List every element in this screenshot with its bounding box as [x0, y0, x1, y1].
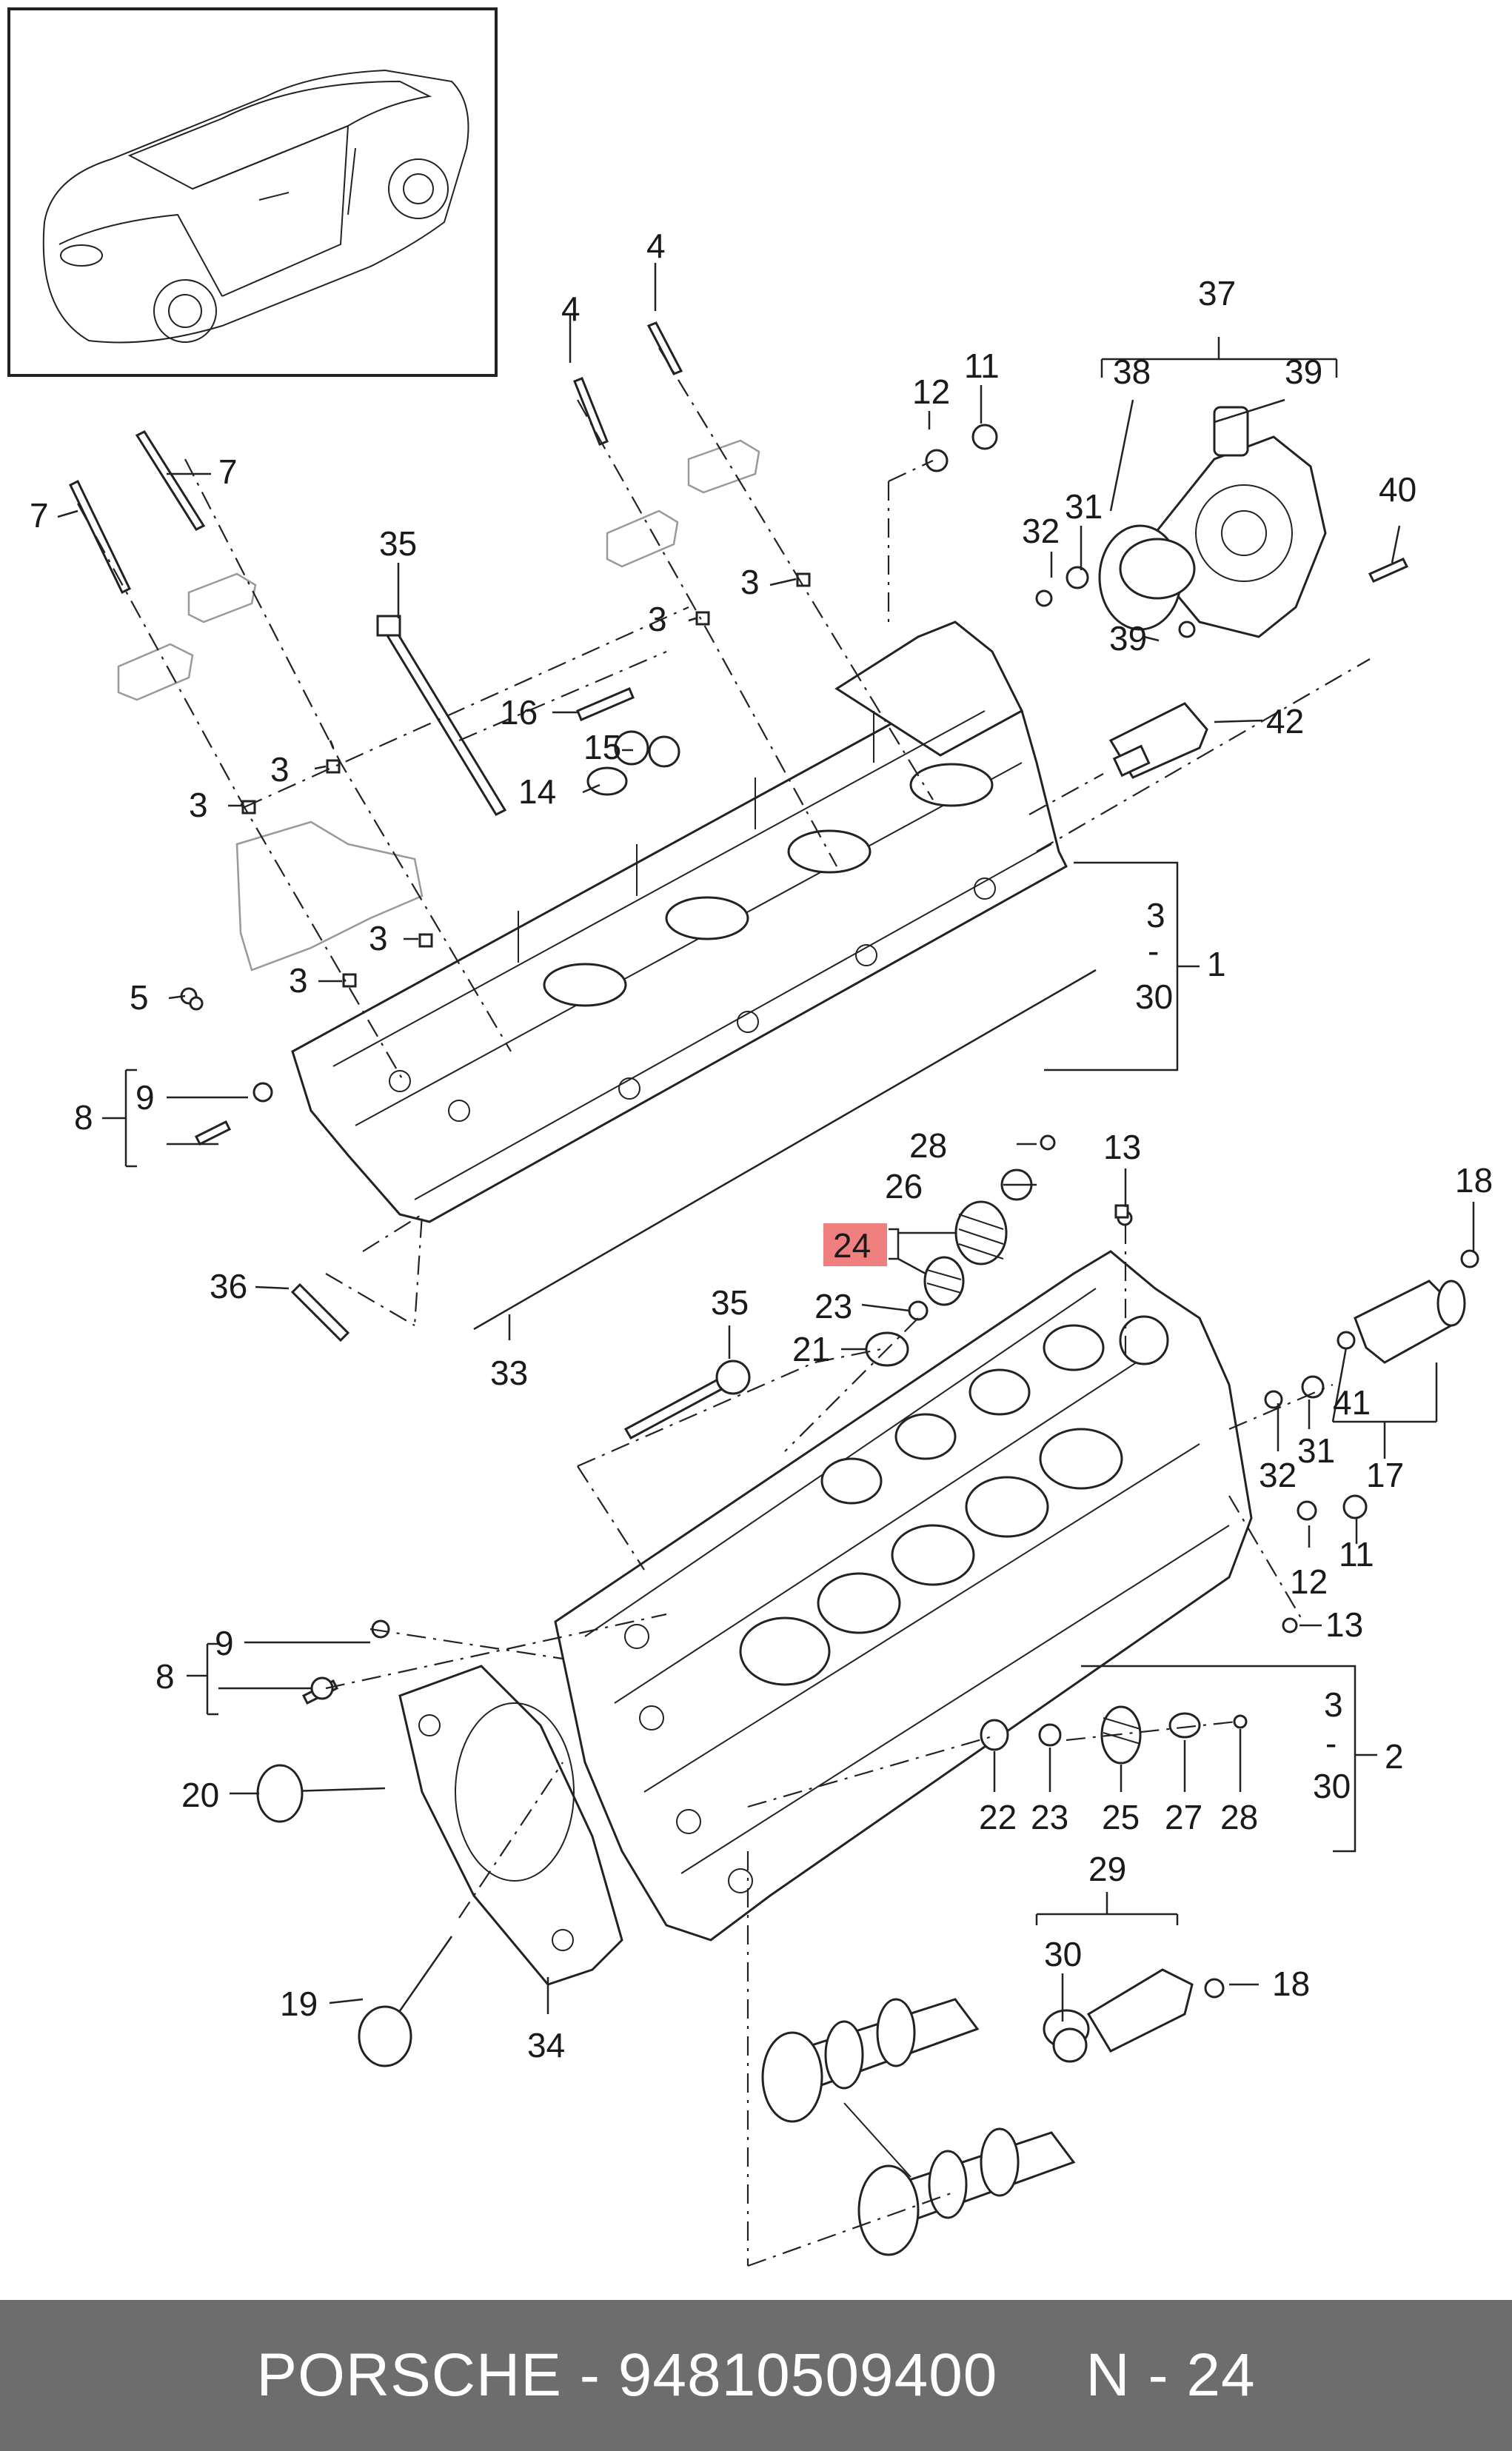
callout-label: - [1325, 1724, 1337, 1762]
vacuum-pump [1098, 406, 1327, 638]
callout-label: 8 [155, 1657, 175, 1696]
dowel-pins [241, 572, 1129, 1219]
callout-label: 28 [909, 1126, 947, 1165]
callout-label: 5 [130, 978, 149, 1017]
callout-label: 3 [369, 919, 388, 957]
callout-label: 31 [1065, 487, 1103, 526]
callout-label: 39 [1285, 352, 1322, 391]
callout-label: 17 [1366, 1456, 1404, 1494]
callout-label: 14 [518, 772, 556, 811]
callout-label: 30 [1135, 977, 1173, 1016]
callout-label: 25 [1102, 1798, 1140, 1836]
callout-label: 35 [711, 1283, 749, 1322]
callout-label: 1 [1207, 945, 1226, 983]
callout-label: 3 [270, 750, 290, 789]
callout-label: 2 [1385, 1737, 1404, 1776]
callout-label: 9 [136, 1078, 155, 1117]
callout-label: 4 [646, 227, 666, 265]
callout-label: 3 [189, 786, 208, 824]
callout-label: 8 [74, 1098, 93, 1137]
callout-label: 3 [648, 600, 667, 638]
callout-label: 39 [1109, 619, 1147, 658]
head-gasket [398, 1665, 623, 1986]
exploded-parts-diagram: 4 4 37 38 39 12 11 7 7 35 32 31 40 3 3 3… [7, 7, 1493, 2267]
callout-label: - [1148, 932, 1159, 970]
callout-label: 19 [280, 1984, 318, 2023]
callout-label: 11 [1339, 1535, 1374, 1574]
callout-label: 32 [1022, 512, 1060, 550]
valve-spring-stack [865, 1134, 1248, 1765]
callout-label: 40 [1379, 470, 1416, 509]
callout-label: 3 [1146, 896, 1165, 934]
callout-label: 11 [964, 347, 1000, 385]
solenoid-17 [1354, 1280, 1466, 1364]
callout-label: 24 [833, 1226, 871, 1265]
callout-label: 22 [979, 1798, 1017, 1836]
leader-lines [57, 263, 1475, 2022]
callout-label: 23 [1031, 1798, 1068, 1836]
callout-label: 37 [1198, 274, 1236, 312]
callout-label: 21 [792, 1330, 830, 1368]
callout-label: 7 [218, 452, 238, 491]
callout-label: 9 [215, 1624, 234, 1662]
callout-label: 31 [1297, 1431, 1335, 1470]
callout-label: 4 [561, 290, 581, 328]
valves [256, 1764, 453, 2067]
callout-label: 18 [1272, 1965, 1310, 2003]
callout-label: 15 [583, 728, 621, 766]
callout-label: 41 [1333, 1383, 1371, 1422]
callout-label: 35 [379, 524, 417, 563]
callout-label: 34 [527, 2026, 565, 2064]
bolts [69, 321, 1479, 2063]
highlighted-part-box [823, 1223, 887, 1266]
callout-label: 42 [1266, 702, 1304, 740]
callout-label: 13 [1325, 1605, 1363, 1644]
callout-label: 13 [1103, 1128, 1141, 1166]
callout-label: 18 [1455, 1161, 1493, 1200]
callout-label: 26 [885, 1167, 923, 1206]
callout-label: 20 [181, 1776, 219, 1814]
callout-label: 7 [30, 496, 49, 535]
part-number-text: PORSCHE - 94810509400 N - 24 [256, 2341, 1256, 2409]
callout-label: 3 [1324, 1685, 1343, 1724]
callout-label: 29 [1088, 1850, 1126, 1888]
callout-label: 3 [289, 961, 308, 1000]
sensor-42 [1108, 702, 1208, 779]
callout-label: 12 [1290, 1562, 1328, 1601]
callout-label: 12 [912, 372, 950, 411]
callout-label: 32 [1259, 1456, 1297, 1494]
callout-label: 30 [1313, 1767, 1351, 1805]
cylinder-head-lower [554, 1250, 1253, 1942]
callout-label: 16 [500, 693, 538, 732]
vehicle-thumbnail [7, 7, 498, 377]
callout-label: 36 [210, 1267, 247, 1305]
cylinder-head-upper [291, 621, 1068, 1223]
callout-label: 23 [814, 1287, 852, 1325]
gasket-strip-33 [473, 969, 1097, 1331]
ghost-bearing-caps-upper [117, 439, 760, 972]
callout-label: 3 [740, 563, 760, 601]
callout-label: 30 [1044, 1935, 1082, 1973]
callout-label: 28 [1220, 1798, 1258, 1836]
callout-labels: 4 4 37 38 39 12 11 7 7 35 32 31 40 3 3 3… [30, 227, 1493, 2064]
camshafts [761, 1998, 1076, 2256]
callout-label: 38 [1113, 352, 1151, 391]
part-number-footer: PORSCHE - 94810509400 N - 24 [0, 2300, 1512, 2451]
callout-label: 27 [1165, 1798, 1202, 1836]
center-lines [77, 347, 1371, 2267]
callout-label: 33 [490, 1354, 528, 1392]
